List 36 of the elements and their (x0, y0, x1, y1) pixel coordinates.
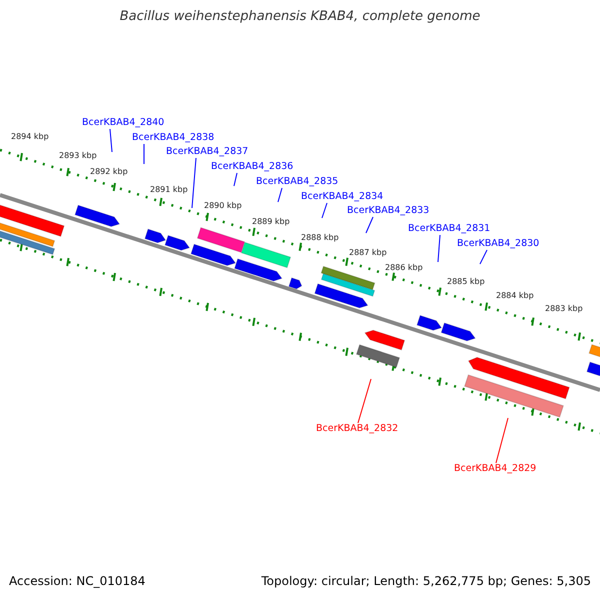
position-label: 2883 kbp (545, 304, 583, 314)
leader-line (438, 234, 440, 262)
position-label: 2885 kbp (447, 277, 485, 287)
title: Bacillus weihenstephanensis KBAB4, complete genome (118, 9, 482, 24)
gene-label: BcerKBAB4_2831 (408, 223, 490, 235)
leader-line (358, 378, 372, 424)
leader-line (192, 158, 196, 208)
gene-label: BcerKBAB4_2835 (256, 176, 338, 188)
position-label: 2886 kbp (385, 263, 423, 273)
gene-label: BcerKBAB4_2834 (301, 191, 384, 203)
position-label: 2888 kbp (301, 233, 339, 243)
gene-label: BcerKBAB4_2836 (211, 161, 294, 173)
gene-label: BcerKBAB4_2840 (82, 117, 164, 129)
leader-line (278, 188, 282, 202)
leader-line (110, 128, 112, 152)
gene-label: BcerKBAB4_2830 (457, 238, 540, 250)
gene-label: BcerKBAB4_2829 (454, 463, 536, 475)
gene-label: BcerKBAB4_2838 (132, 132, 214, 144)
footer-text: Topology: circular; Length: 5,262,775 bp; Genes: 5,305 (261, 574, 591, 588)
position-label: 2891 kbp (150, 185, 188, 195)
leader-line (496, 418, 508, 464)
leader-line (480, 250, 488, 264)
position-label: 2890 kbp (204, 201, 242, 211)
leader-line (322, 202, 328, 218)
footer-text: Accession: NC_010184 (9, 574, 146, 588)
leader-line (234, 172, 238, 186)
position-label: 2889 kbp (252, 217, 290, 227)
position-label: 2893 kbp (59, 151, 97, 161)
position-label: 2884 kbp (496, 291, 534, 301)
position-label: 2894 kbp (11, 132, 49, 142)
leader-line (366, 216, 374, 234)
gene-label: BcerKBAB4_2837 (166, 146, 248, 158)
gene-label: BcerKBAB4_2832 (316, 423, 398, 435)
position-label: 2892 kbp (90, 167, 128, 177)
position-label: 2887 kbp (349, 248, 387, 258)
gene-label: BcerKBAB4_2833 (347, 205, 430, 217)
